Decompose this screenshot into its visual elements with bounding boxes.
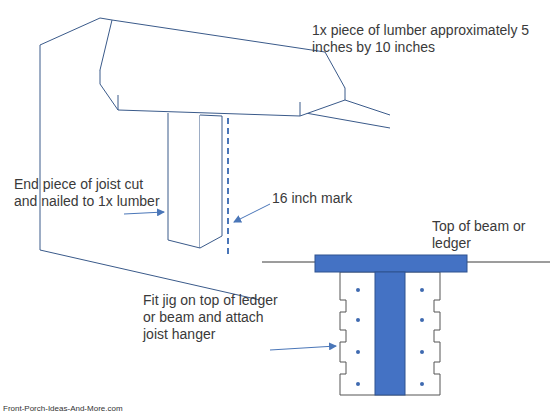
ledger-far bbox=[345, 100, 390, 115]
ledger-far bbox=[300, 112, 390, 128]
leader-arrow bbox=[270, 346, 336, 350]
jig-stem bbox=[375, 272, 405, 395]
joist-piece bbox=[168, 113, 200, 248]
callout-text: Fit jig on top of ledger or beam and att… bbox=[143, 292, 278, 343]
callout-text: 1x piece of lumber approximately 5 inche… bbox=[312, 22, 532, 56]
callout-text: 16 inch mark bbox=[272, 190, 382, 207]
joist-piece bbox=[200, 115, 222, 248]
ledger-top bbox=[40, 18, 112, 45]
mark-line bbox=[227, 118, 229, 258]
callout-text: Top of beam or ledger bbox=[432, 218, 544, 252]
callout-text: End piece of joist cut and nailed to 1x … bbox=[14, 176, 164, 210]
joist-hanger bbox=[340, 272, 440, 395]
lumber-edge bbox=[100, 70, 345, 116]
jig-flange bbox=[315, 255, 467, 272]
ledger-edge bbox=[40, 45, 41, 250]
leader-arrow bbox=[124, 212, 164, 214]
leader-arrow bbox=[234, 204, 270, 222]
watermark: Front-Porch-Ideas-And-More.com bbox=[3, 404, 203, 414]
lumber-edge bbox=[118, 95, 300, 116]
